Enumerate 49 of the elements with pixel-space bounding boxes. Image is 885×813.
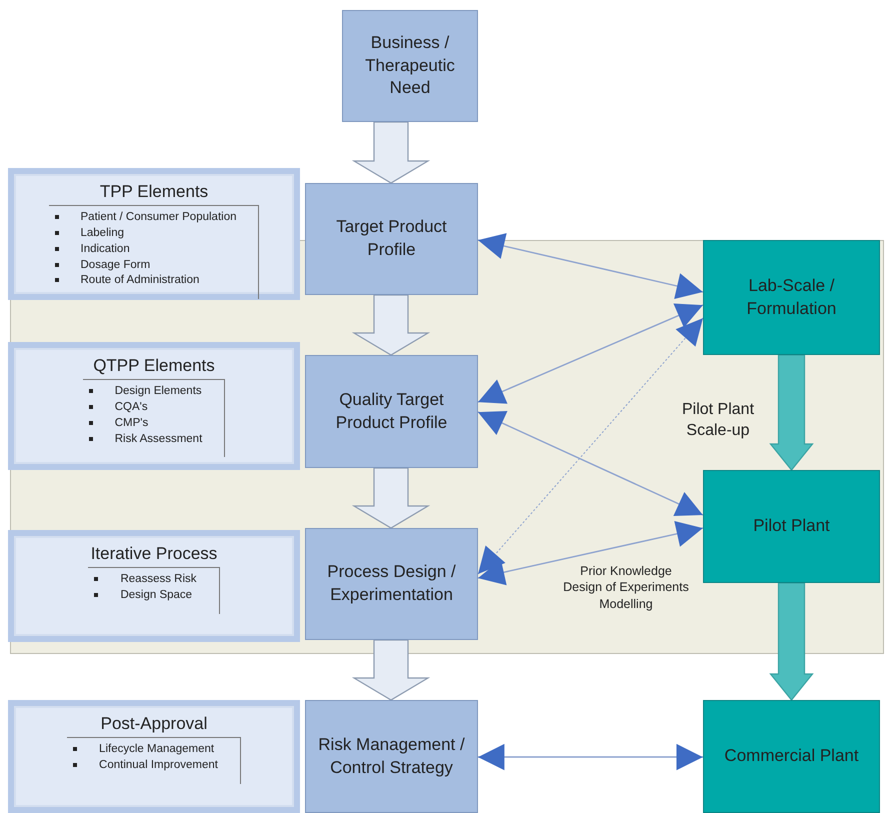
box-label: Risk Management / Control Strategy bbox=[317, 734, 466, 778]
arrow bbox=[478, 744, 703, 770]
bullet-item: Indication bbox=[54, 242, 236, 258]
box-label: Target Product Profile bbox=[335, 216, 448, 261]
arrow bbox=[478, 520, 704, 586]
bullet-item: Design Space bbox=[94, 588, 197, 604]
arrow bbox=[478, 233, 704, 299]
info-panel bbox=[8, 700, 300, 813]
process-box bbox=[703, 470, 880, 583]
panel-heading: Post-Approval bbox=[100, 714, 208, 734]
process-box bbox=[305, 355, 478, 468]
bullet-item: Patient / Consumer Population bbox=[54, 210, 236, 226]
box-label: Quality Target Product Profile bbox=[334, 388, 448, 434]
bullet-item: CQA's bbox=[88, 400, 202, 416]
process-box bbox=[342, 10, 478, 122]
info-panel bbox=[8, 342, 300, 470]
box-label: Process Design / Experimentation bbox=[326, 561, 457, 606]
process-box bbox=[305, 528, 478, 640]
bullet-item: Lifecycle Management bbox=[73, 742, 218, 758]
block-arrow bbox=[769, 582, 814, 701]
arrow bbox=[478, 318, 704, 574]
bullet-item: Design Elements bbox=[88, 384, 202, 400]
block-arrow bbox=[352, 467, 430, 529]
process-box bbox=[305, 183, 478, 295]
panel-heading: QTPP Elements bbox=[93, 356, 215, 376]
bullet-item: Reassess Risk bbox=[94, 572, 197, 588]
process-box bbox=[703, 700, 880, 813]
block-arrow bbox=[352, 121, 430, 184]
bullet-item: Labeling bbox=[54, 226, 236, 242]
panel-heading: Iterative Process bbox=[90, 544, 218, 564]
box-label: Pilot Plant bbox=[753, 515, 830, 538]
panel-heading: TPP Elements bbox=[100, 182, 208, 202]
arrow bbox=[478, 303, 704, 404]
process-box bbox=[703, 240, 880, 355]
arrow bbox=[478, 411, 704, 516]
block-arrow bbox=[352, 294, 430, 356]
bullet-item: Risk Assessment bbox=[88, 432, 202, 448]
block-arrow bbox=[769, 354, 814, 471]
bullet-item: Dosage Form bbox=[54, 258, 236, 274]
bullet-item: Route of Administration bbox=[54, 273, 236, 290]
box-label: Business / Therapeutic Need bbox=[364, 32, 456, 100]
bullet-item: CMP's bbox=[88, 416, 202, 432]
info-panel bbox=[8, 530, 300, 642]
box-label: Commercial Plant bbox=[724, 745, 859, 768]
info-panel bbox=[8, 168, 300, 300]
bullet-item: Continual Improvement bbox=[73, 758, 218, 774]
box-label: Lab-Scale / Formulation bbox=[746, 274, 838, 320]
block-arrow bbox=[352, 639, 430, 701]
process-box bbox=[305, 700, 478, 813]
